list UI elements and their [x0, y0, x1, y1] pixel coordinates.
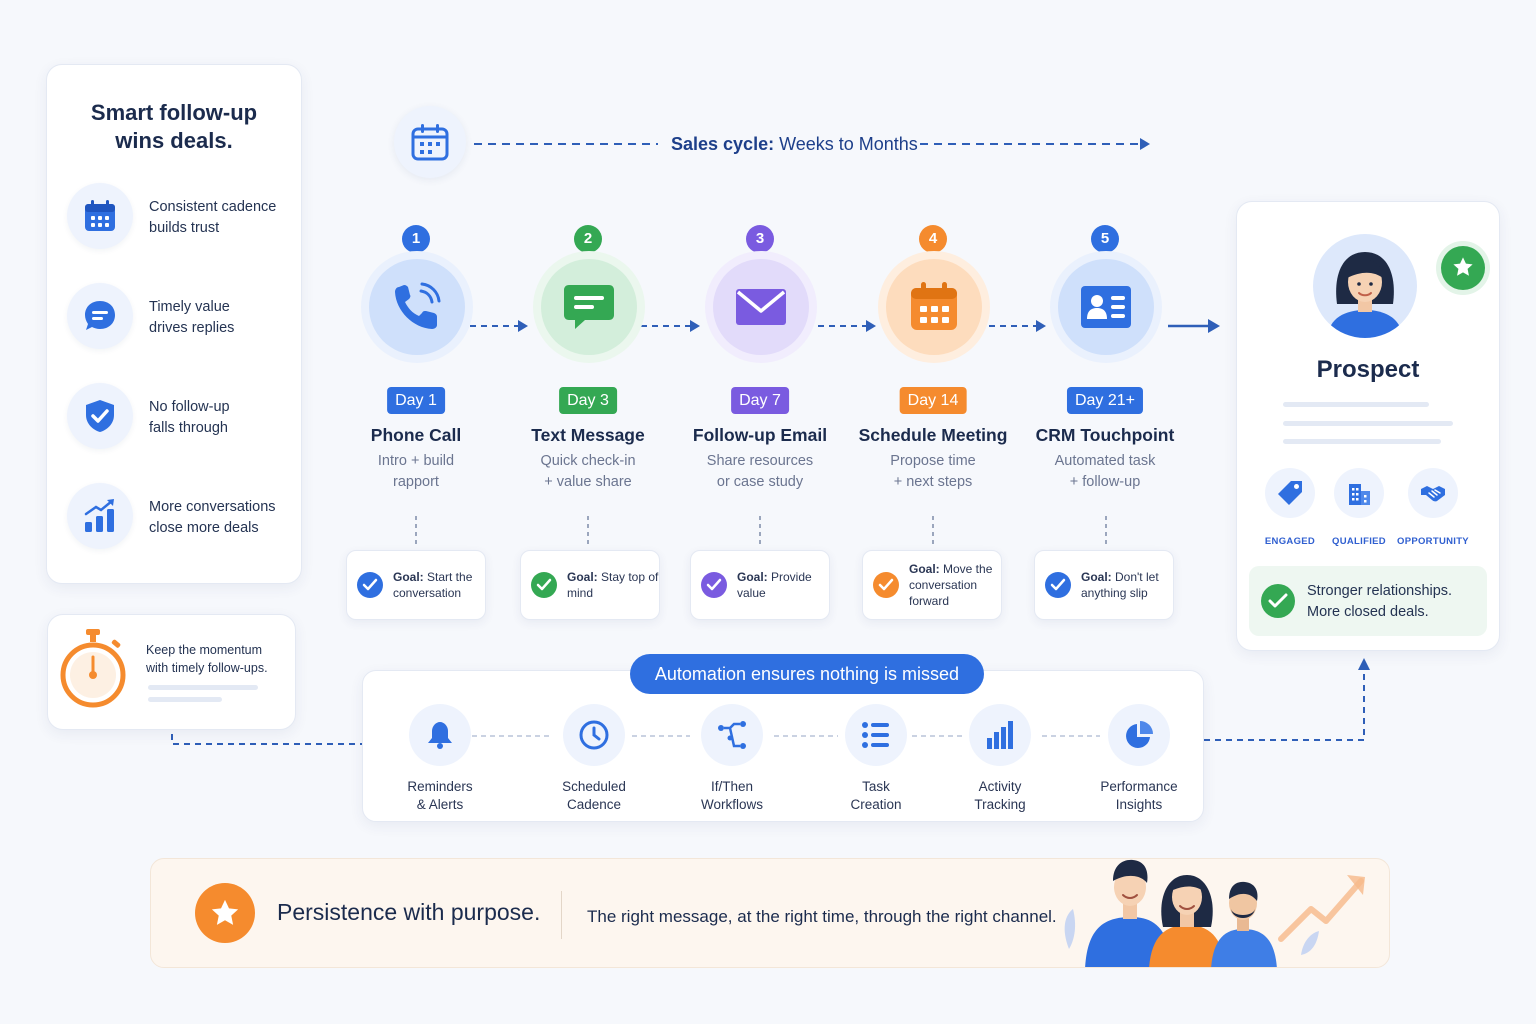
benefit-timely-value: Timely value drives replies: [67, 283, 297, 353]
badge-engaged: ENGAGED: [1250, 468, 1330, 547]
step-title: Text Message: [531, 425, 645, 445]
tool-reminders-alerts: Reminders& Alerts: [380, 704, 500, 814]
contact-card-icon: [1058, 259, 1154, 355]
badge-opportunity: OPPORTUNITY: [1393, 468, 1473, 547]
goal-card-step-5: Goal: Don't let anything slip: [1034, 550, 1174, 620]
momentum-line: [148, 685, 258, 690]
step-phone-call: 1 Day 1 Phone Call Intro + build rapport: [331, 225, 501, 515]
step-title: Schedule Meeting: [858, 425, 1008, 445]
step-title: CRM Touchpoint: [1035, 425, 1175, 445]
step-crm-touchpoint: 5 Day 21+ CRM Touchpoint Automated task …: [1020, 225, 1190, 515]
step-text-message: 2 Day 3 Text Message Quick check-in + va…: [503, 225, 673, 515]
momentum-card: Keep the momentum with timely follow-ups…: [47, 614, 296, 730]
step-description: Propose time + next steps: [890, 453, 976, 490]
star-icon: [195, 883, 255, 943]
step-description: Quick check-in + value share: [540, 453, 636, 490]
workflow-icon: [701, 704, 763, 766]
pie-chart-icon: [1108, 704, 1170, 766]
goal-card-step-1: Goal: Start the conversation: [346, 550, 486, 620]
prospect-avatar: [1313, 234, 1417, 338]
check-icon: [531, 572, 557, 598]
step-description: Share resources or case study: [706, 453, 814, 490]
bar-chart-icon: [969, 704, 1031, 766]
step-follow-up-email: 3 Day 7 Follow-up Email Share resources …: [675, 225, 845, 515]
building-icon: [1334, 468, 1384, 518]
step-number: 3: [746, 225, 774, 253]
step-day-badge: Day 14: [899, 387, 967, 414]
check-icon: [701, 572, 727, 598]
benefit-consistent-cadence: Consistent cadence builds trust: [67, 183, 297, 253]
sales-cycle-calendar-icon: [394, 106, 466, 178]
clock-icon: [563, 704, 625, 766]
goal-card-step-2: Goal: Stay top of mind: [520, 550, 660, 620]
step-number: 4: [919, 225, 947, 253]
stopwatch-icon: [60, 629, 126, 709]
step-title: Phone Call: [370, 425, 462, 445]
growth-chart-icon: [67, 483, 133, 549]
bottom-banner: Persistence with purpose. The right mess…: [150, 858, 1390, 968]
check-icon: [357, 572, 383, 598]
banner-tagline: The right message, at the right time, th…: [587, 907, 1057, 926]
task-list-icon: [845, 704, 907, 766]
benefits-card: Smart follow-up wins deals. Consistent c…: [46, 64, 302, 584]
step-description: Intro + build rapport: [377, 453, 455, 490]
step-day-badge: Day 3: [559, 387, 617, 414]
goal-card-step-4: Goal: Move the conversation forward: [862, 550, 1002, 620]
prospect-detail-line: [1283, 421, 1453, 426]
message-icon: [541, 259, 637, 355]
step-number: 1: [402, 225, 430, 253]
check-circle-icon: [1261, 584, 1295, 618]
goal-card-step-3: Goal: Provide value: [690, 550, 830, 620]
bell-icon: [409, 704, 471, 766]
sales-cycle-label: Sales cycle: Weeks to Months: [671, 134, 918, 154]
step-day-badge: Day 21+: [1066, 387, 1144, 414]
benefits-title: Smart follow-up wins deals.: [90, 100, 258, 153]
email-icon: [713, 259, 809, 355]
star-badge-icon: [1441, 246, 1485, 290]
step-title: Follow-up Email: [692, 425, 828, 445]
calendar-icon: [67, 183, 133, 249]
step-schedule-meeting: 4 Day 14 Schedule Meeting Propose time +…: [848, 225, 1018, 515]
tag-icon: [1265, 468, 1315, 518]
automation-panel: [362, 670, 1204, 822]
step-number: 2: [574, 225, 602, 253]
handshake-icon: [1408, 468, 1458, 518]
prospect-detail-line: [1283, 439, 1441, 444]
banner-headline: Persistence with purpose.: [277, 899, 541, 925]
step-day-badge: Day 7: [731, 387, 789, 414]
step-number: 5: [1091, 225, 1119, 253]
team-illustration: [1064, 859, 1365, 967]
benefit-more-conversations: More conversations close more deals: [67, 483, 297, 553]
benefit-no-follow-up-falls-through: No follow-up falls through: [67, 383, 297, 453]
step-description: Automated task + follow-up: [1054, 453, 1156, 490]
prospect-detail-line: [1283, 402, 1429, 407]
phone-icon: [369, 259, 465, 355]
badge-qualified: QUALIFIED: [1319, 468, 1399, 547]
result-box: Stronger relationships. More closed deal…: [1249, 566, 1487, 636]
prospect-name: Prospect: [1316, 356, 1420, 383]
calendar-icon: [886, 259, 982, 355]
check-icon: [873, 572, 899, 598]
automation-title: Automation ensures nothing is missed: [630, 654, 984, 694]
shield-check-icon: [67, 383, 133, 449]
banner-divider: [561, 891, 562, 939]
chat-bubble-icon: [67, 283, 133, 349]
step-day-badge: Day 1: [387, 387, 445, 414]
check-icon: [1045, 572, 1071, 598]
momentum-line: [148, 697, 222, 702]
prospect-card: Prospect ENGAGED QUALIFIED OPPORTUNITY S…: [1236, 201, 1500, 651]
